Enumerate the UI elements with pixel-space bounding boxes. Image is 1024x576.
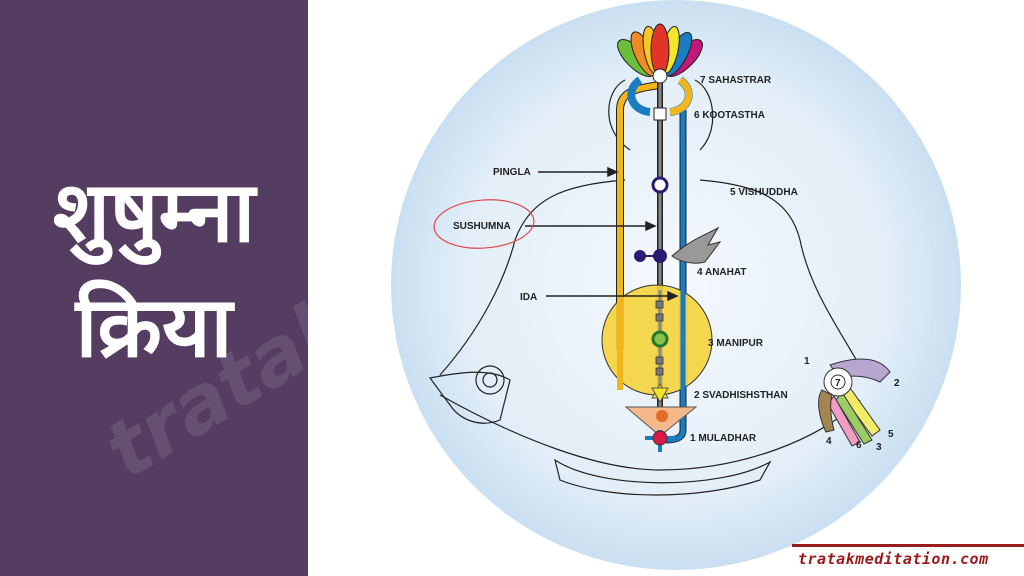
- label-ida: IDA: [520, 292, 537, 303]
- kootastha-point: [653, 107, 667, 121]
- sushumna-highlight: [433, 199, 535, 249]
- finger-7: 7: [835, 378, 841, 389]
- muladhar-point: [652, 430, 668, 446]
- title-line-1: शुषुम्ना: [52, 163, 256, 261]
- finger-1: 1: [804, 356, 810, 367]
- site-url[interactable]: tratakmeditation.com: [798, 550, 989, 568]
- label-anahat: 4 ANAHAT: [697, 267, 746, 278]
- finger-4: 4: [826, 436, 832, 447]
- finger-2: 2: [894, 378, 900, 389]
- title-line-2: क्रिया: [75, 278, 233, 376]
- label-sahastrar: 7 SAHASTRAR: [700, 75, 772, 86]
- title-panel: शुषुम्ना क्रिया tratak: [0, 0, 308, 576]
- label-kootastha: 6 KOOTASTHA: [694, 110, 765, 121]
- hand-fingers: [818, 358, 891, 447]
- vishuddha-point: [651, 176, 669, 194]
- label-muladhar: 1 MULADHAR: [690, 433, 757, 444]
- finger-3: 3: [876, 442, 882, 453]
- label-pingla: PINGLA: [493, 167, 531, 178]
- chakra-diagram: 7 SAHASTRAR 6 KOOTASTHA 5 VISHUDDHA 4 AN…: [391, 0, 961, 570]
- label-svadhishsthan: 2 SVADHISHSTHAN: [694, 390, 788, 401]
- sahastrar-point: [652, 68, 668, 84]
- background-circle: [391, 0, 961, 570]
- crown-lotus-icon: [617, 23, 703, 77]
- footer-rule: [792, 544, 1024, 547]
- finger-5: 5: [888, 429, 894, 440]
- label-vishuddha: 5 VISHUDDHA: [730, 187, 798, 198]
- manipur-point: [651, 330, 669, 348]
- label-manipur: 3 MANIPUR: [708, 338, 764, 349]
- label-sushumna: SUSHUMNA: [453, 221, 511, 232]
- finger-6: 6: [856, 440, 862, 451]
- meditating-figure: [428, 79, 863, 496]
